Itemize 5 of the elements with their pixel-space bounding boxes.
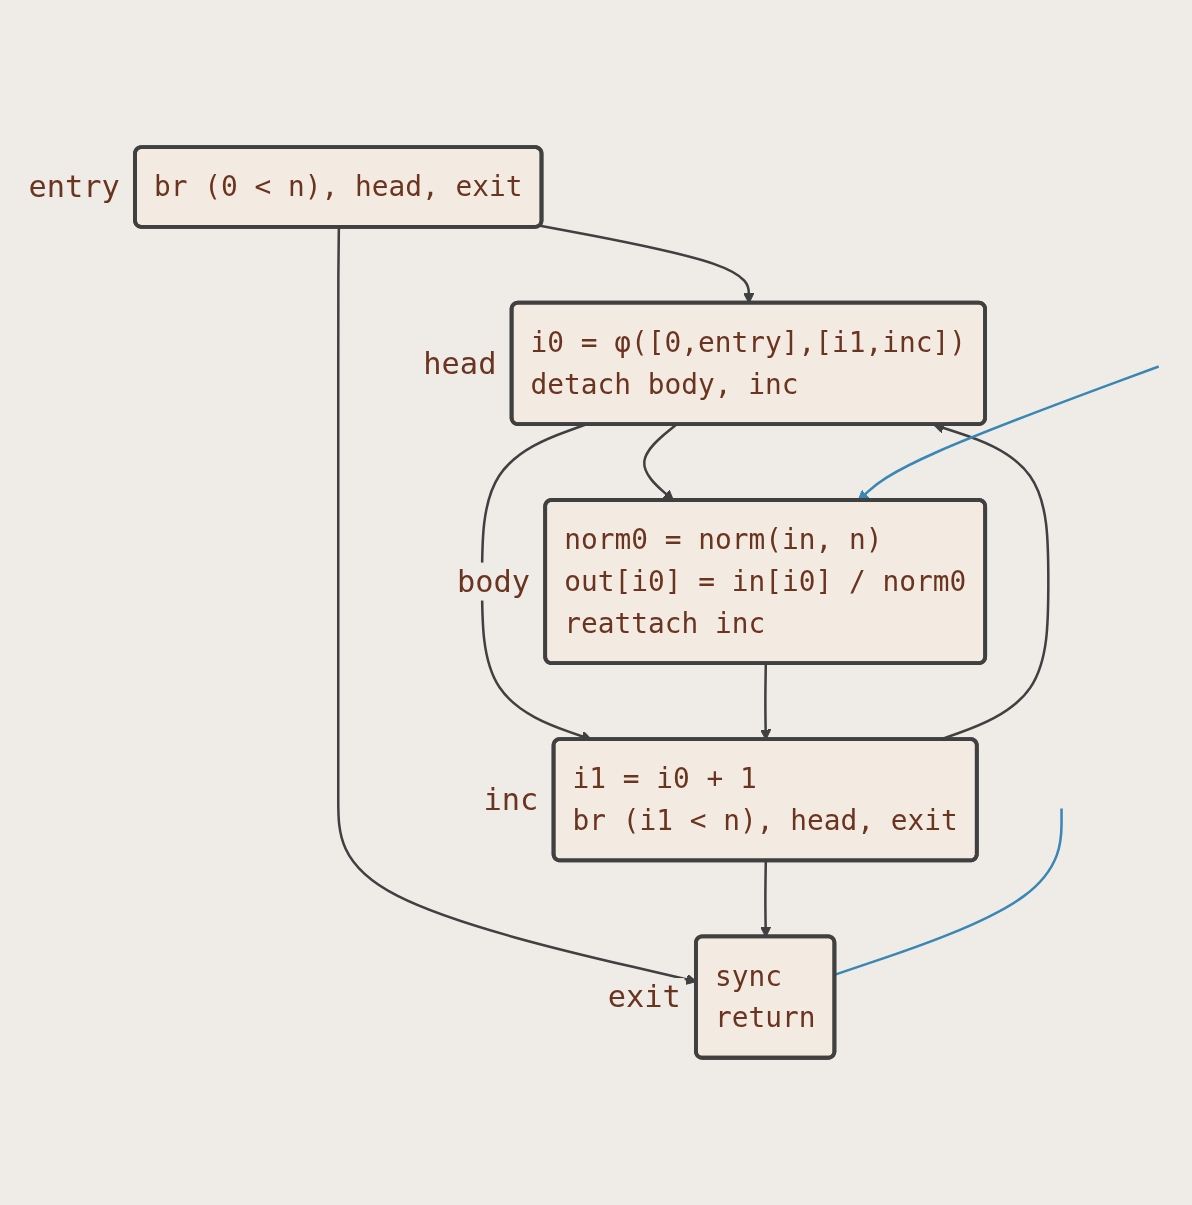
block-label: inc: [483, 781, 539, 817]
block-label: entry: [28, 169, 120, 205]
block-label: body: [456, 563, 530, 599]
block-label: head: [423, 345, 497, 381]
block-label: exit: [607, 979, 681, 1015]
